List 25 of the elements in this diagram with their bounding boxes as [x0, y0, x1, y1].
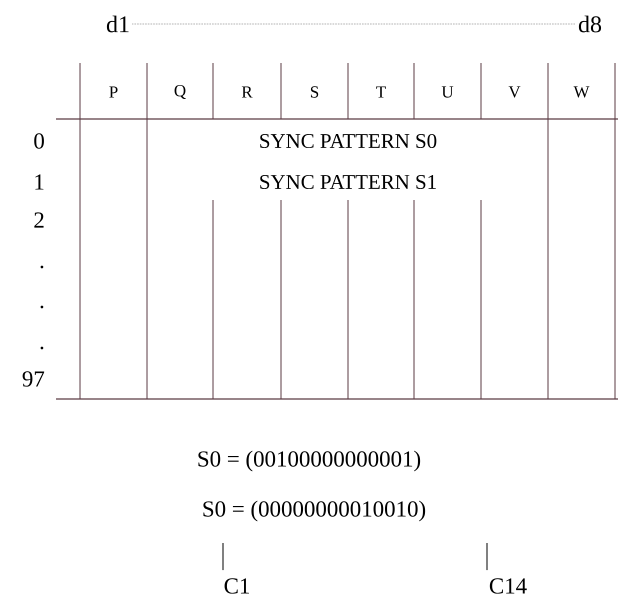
column-header: T	[376, 86, 386, 98]
column-header: W	[574, 86, 590, 98]
leader-line	[486, 542, 488, 571]
column-header: V	[508, 86, 520, 98]
column-label: C14	[490, 578, 527, 594]
column-header: U	[442, 86, 454, 98]
column-header: S	[310, 86, 318, 98]
column-header: R	[242, 86, 253, 98]
row-number: .	[40, 306, 44, 308]
row-number: 97	[22, 371, 44, 387]
column-label: C1	[224, 578, 249, 594]
sync-pattern-text: SYNC PATTERN S0	[260, 134, 436, 148]
row-number: 2	[34, 212, 44, 228]
row-number: .	[40, 346, 44, 350]
row-number: .	[40, 266, 44, 268]
row-number: 1	[35, 174, 44, 190]
sync-pattern-text: SYNC PATTERN S1	[260, 174, 436, 190]
equation: S0 = (00000000010010)	[203, 500, 426, 522]
range-label: d1	[106, 16, 129, 32]
column-header: Q	[174, 85, 186, 99]
row-number: 0	[34, 133, 44, 149]
leader-line	[222, 542, 224, 571]
column-header: P	[109, 86, 118, 98]
equation: S0 = (00100000000001)	[198, 450, 420, 472]
range-label: d8	[578, 16, 602, 32]
